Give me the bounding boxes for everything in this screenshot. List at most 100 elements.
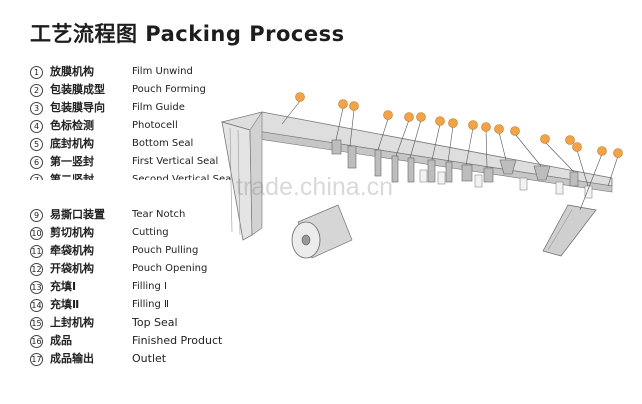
step-label-cn: 开袋机构 xyxy=(50,262,94,275)
step-label-en: Outlet xyxy=(132,352,167,365)
step-label-cn: 牵袋机构 xyxy=(50,244,94,257)
step-label-cn: 放膜机构 xyxy=(50,65,94,78)
step-label-cn: 易撕口装置 xyxy=(50,208,105,221)
step-label-cn: 成品输出 xyxy=(50,352,94,365)
step-label-en: First Vertical Seal xyxy=(132,156,219,167)
step-label-en: Photocell xyxy=(132,120,178,131)
step-10: 10 剪切机构 Cutting xyxy=(30,225,240,241)
callout-marker-12 xyxy=(510,126,520,136)
step-label-en: Second Vertical Seal xyxy=(132,174,234,180)
forming-board-side xyxy=(249,111,263,236)
step-number: 7 xyxy=(30,174,43,180)
step-label-en: Tear Notch xyxy=(132,209,186,220)
step-number: 9 xyxy=(30,209,43,222)
step-7: 7 第二竖封 Second Vertical Seal xyxy=(30,172,240,180)
step-label-en: Pouch Pulling xyxy=(132,245,199,256)
step-label-en: Pouch Opening xyxy=(132,263,208,274)
step-number: 4 xyxy=(30,120,43,133)
step-17: 17 成品输出 Outlet xyxy=(30,351,240,367)
step-7-partially-hidden: 7 第二竖封 Second Vertical Seal xyxy=(30,172,240,180)
callout-marker-9 xyxy=(468,120,478,130)
step-label-cn: 色标检测 xyxy=(50,119,94,132)
step-label-en: Finished Product xyxy=(132,334,223,347)
step-number: 3 xyxy=(30,102,43,115)
photocell-station xyxy=(347,145,357,169)
step-label-en: Film Unwind xyxy=(132,66,193,77)
callout-marker-17 xyxy=(565,135,575,145)
callout-marker-5 xyxy=(404,112,414,122)
step-number: 2 xyxy=(30,84,43,97)
step-5: 5 底封机构 Bottom Seal xyxy=(30,136,240,152)
step-label-en: Film Guide xyxy=(132,102,185,113)
callout-markers xyxy=(295,92,623,158)
step-label-en: Filling Ⅱ xyxy=(132,299,169,310)
step-label-cn: 包装膜导向 xyxy=(50,101,105,114)
vertical-seal-2-station xyxy=(407,157,415,183)
vertical-seal-1-station xyxy=(391,155,399,183)
film-guide-station xyxy=(331,139,342,155)
step-4: 4 色标检测 Photocell xyxy=(30,118,240,134)
callout-marker-15 xyxy=(597,146,607,156)
step-label-en: Cutting xyxy=(132,227,169,238)
step-11: 11 牵袋机构 Pouch Pulling xyxy=(30,243,240,259)
callout-marker-4 xyxy=(383,110,393,120)
step-16: 16 成品 Finished Product xyxy=(30,333,240,349)
step-label-cn: 第二竖封 xyxy=(50,173,94,180)
pouches xyxy=(419,169,593,199)
step-label-cn: 剪切机构 xyxy=(50,226,94,239)
step-number: 1 xyxy=(30,66,43,79)
step-number: 16 xyxy=(30,335,43,348)
step-label-cn: 充填Ⅰ xyxy=(50,280,77,293)
step-9: 9 易撕口装置 Tear Notch xyxy=(30,207,240,223)
film-line xyxy=(237,129,241,236)
step-3: 3 包装膜导向 Film Guide xyxy=(30,100,240,116)
callout-leaders xyxy=(281,100,619,211)
step-number: 10 xyxy=(30,227,43,240)
step-number: 14 xyxy=(30,299,43,312)
step-label-cn: 包装膜成型 xyxy=(50,83,105,96)
callout-marker-10 xyxy=(481,122,491,132)
callout-marker-11 xyxy=(494,124,504,134)
callout-marker-6 xyxy=(416,112,426,122)
callout-marker-16 xyxy=(613,148,623,158)
step-label-cn: 成品 xyxy=(50,334,72,347)
step-13: 13 充填Ⅰ Filling Ⅰ xyxy=(30,279,240,295)
tear-notch-station xyxy=(427,159,436,183)
callout-marker-13 xyxy=(540,134,550,144)
step-label-en: Top Seal xyxy=(132,316,178,329)
filling-2-hopper xyxy=(533,165,551,181)
filling-1-hopper xyxy=(499,159,517,175)
top-seal-station xyxy=(569,171,579,187)
callout-marker-7 xyxy=(435,116,445,126)
callout-marker-8 xyxy=(448,118,458,128)
pouch-pulling-station xyxy=(461,164,473,182)
step-label-en: Bottom Seal xyxy=(132,138,194,149)
step-label-cn: 第一竖封 xyxy=(50,155,94,168)
film-roll xyxy=(291,204,353,259)
outlet-chute xyxy=(542,204,597,257)
step-number: 13 xyxy=(30,281,43,294)
film-line xyxy=(229,127,233,233)
step-label-cn: 充填Ⅱ xyxy=(50,298,80,311)
step-label-cn: 上封机构 xyxy=(50,316,94,329)
watermark: trade.china.cn xyxy=(236,173,394,201)
step-label-cn: 底封机构 xyxy=(50,137,94,150)
chute-line xyxy=(547,209,573,251)
callout-marker-3 xyxy=(349,101,359,111)
cutting-station xyxy=(445,161,453,183)
step-number: 11 xyxy=(30,245,43,258)
step-number: 6 xyxy=(30,156,43,169)
step-6: 6 第一竖封 First Vertical Seal xyxy=(30,154,240,170)
step-number: 15 xyxy=(30,317,43,330)
step-15: 15 上封机构 Top Seal xyxy=(30,315,240,331)
step-number: 5 xyxy=(30,138,43,151)
step-14: 14 充填Ⅱ Filling Ⅱ xyxy=(30,297,240,313)
step-label-en: Filling Ⅰ xyxy=(132,281,167,292)
callout-marker-14 xyxy=(572,142,582,152)
page-title: 工艺流程图 Packing Process xyxy=(30,22,345,46)
callout-marker-2 xyxy=(338,99,348,109)
machine-stations xyxy=(331,139,579,187)
step-1: 1 放膜机构 Film Unwind xyxy=(30,64,240,80)
step-number: 12 xyxy=(30,263,43,276)
